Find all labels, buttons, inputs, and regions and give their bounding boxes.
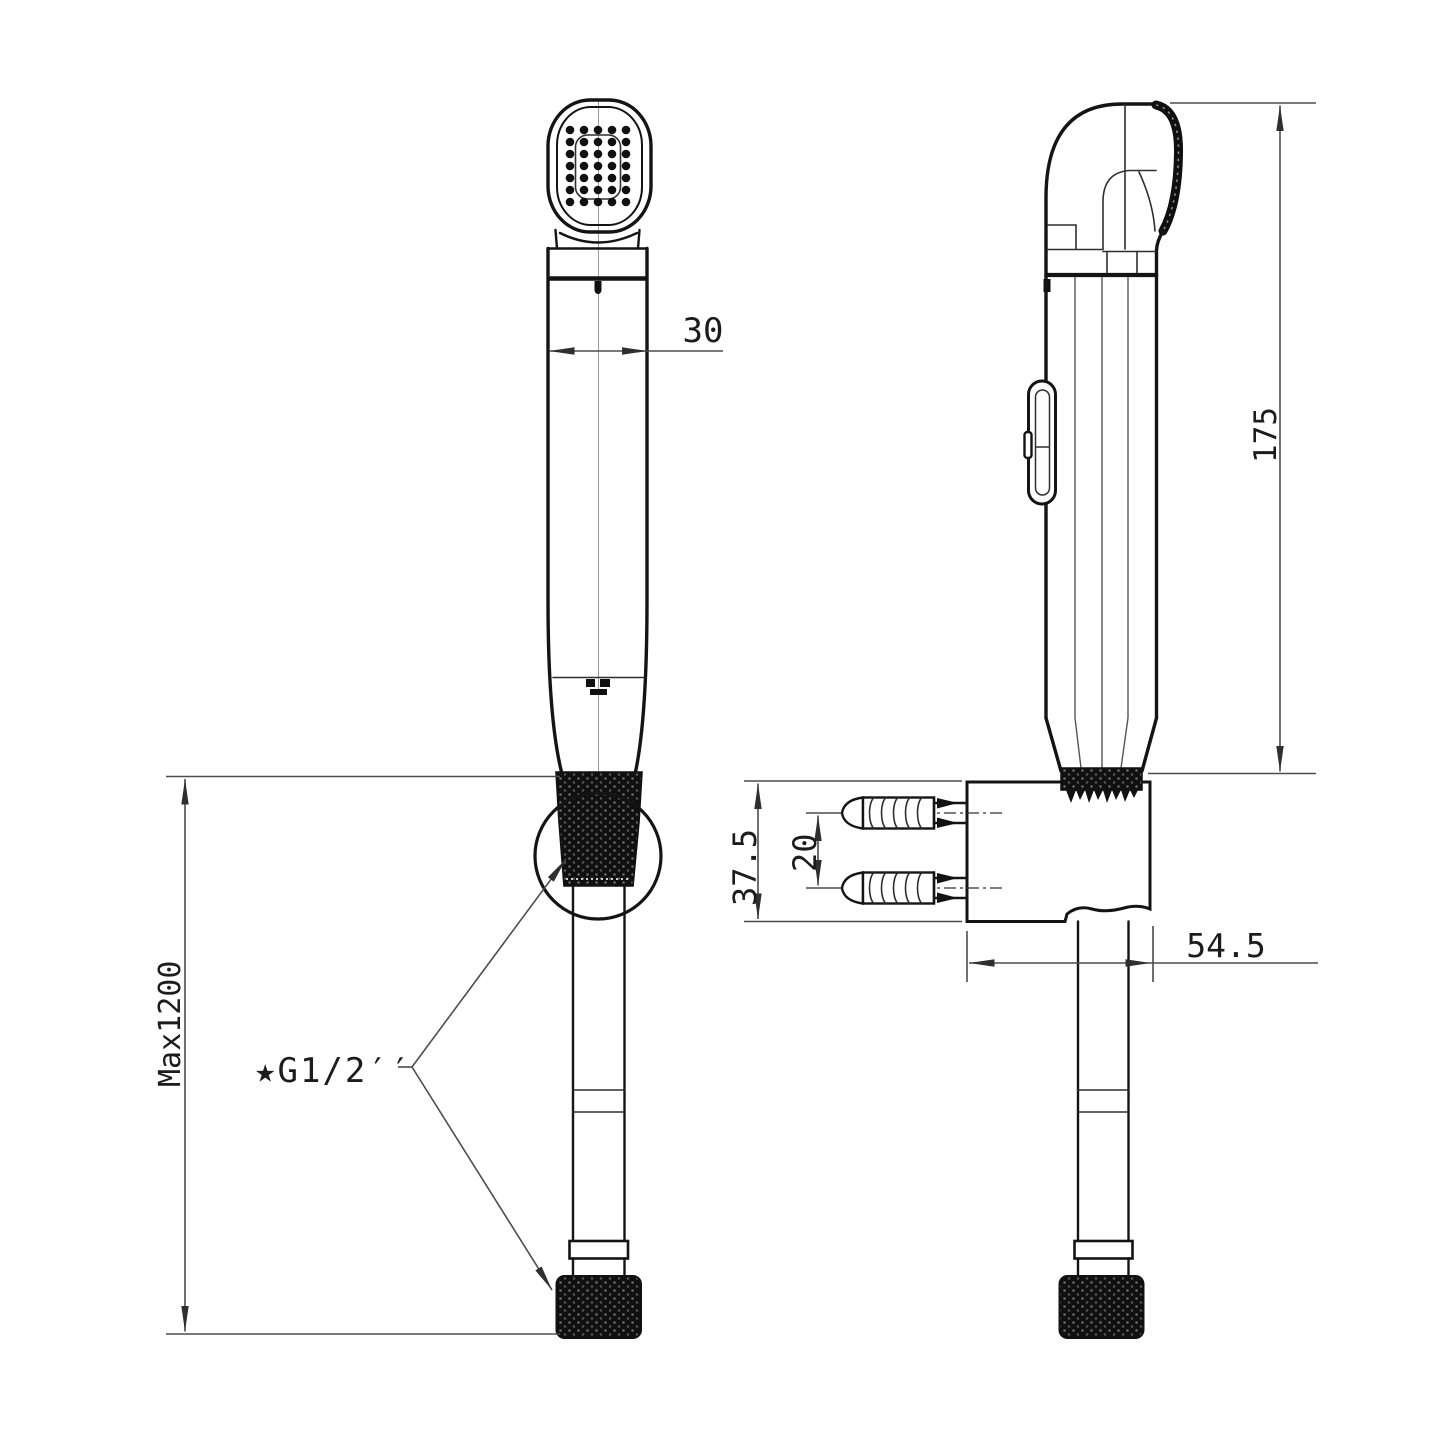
dim-bracket-depth-label: 54.5 (1186, 926, 1265, 965)
dim-screw-spacing: 20 (786, 815, 824, 886)
hose-side (1058, 920, 1145, 1339)
dim-sprayer-height: 175 (1148, 102, 1316, 775)
plug-tip (840, 796, 865, 830)
hose-sleeve (1073, 1239, 1134, 1260)
mounting-screw-upper (806, 796, 1002, 830)
body-side (1044, 273, 1159, 773)
dimensions: 30 175 Max1200 37.5 20 (153, 102, 1318, 1335)
elbow-outer-outline (1044, 102, 1157, 277)
dim-bracket-depth: 54.5 (966, 926, 1318, 982)
hose-end-fitting (555, 1275, 642, 1339)
head-outer-outline (546, 98, 653, 234)
bracket-outline (965, 780, 1152, 923)
hose-connector-side (1060, 767, 1143, 803)
handle-right-edge (633, 246, 649, 774)
brand-logo (586, 679, 610, 695)
spray-nozzle-dots (565, 125, 631, 207)
hose-sleeve (568, 1239, 630, 1260)
elbow-internal-lines (1047, 103, 1157, 274)
dim-hose-length-label: Max1200 (153, 961, 188, 1087)
handle-left-edge (546, 246, 564, 774)
hose-front (555, 884, 642, 1339)
dim-screw-spacing-label: 20 (786, 833, 824, 872)
head-inner-outline (556, 106, 643, 226)
spray-head (546, 98, 653, 244)
plug-body (861, 871, 936, 905)
dim-sprayer-height-label: 175 (1248, 407, 1284, 463)
head-bottom-arc (558, 231, 639, 244)
head-neck (547, 228, 648, 294)
hose-connector-front (533, 771, 663, 921)
plug-body (861, 796, 936, 830)
front-view (533, 98, 663, 1339)
detail-circle (533, 791, 663, 921)
dim-handle-width-label: 30 (683, 311, 724, 351)
wall-bracket (965, 780, 1152, 923)
thread-spec-leader: ★G1/2′′ (255, 858, 567, 1291)
trigger-button (1023, 379, 1057, 506)
dim-hose-length: Max1200 (153, 775, 560, 1335)
dim-bracket-height-label: 37.5 (726, 829, 764, 906)
side-view (806, 100, 1184, 1339)
handle-top-tick (594, 281, 602, 294)
dim-handle-width: 30 (549, 311, 724, 355)
knurl-teeth (1066, 790, 1138, 803)
elbow-head (1043, 100, 1184, 292)
hose-end-fitting (1058, 1275, 1145, 1339)
button-side-notch (1023, 430, 1033, 460)
mounting-screw-lower (806, 871, 1002, 905)
thread-spec-label: ★G1/2′′ (255, 1051, 412, 1091)
plug-tip (840, 871, 865, 905)
dim-bracket-height: 37.5 (726, 780, 962, 923)
handle (546, 246, 649, 774)
knurled-nut (555, 771, 643, 887)
